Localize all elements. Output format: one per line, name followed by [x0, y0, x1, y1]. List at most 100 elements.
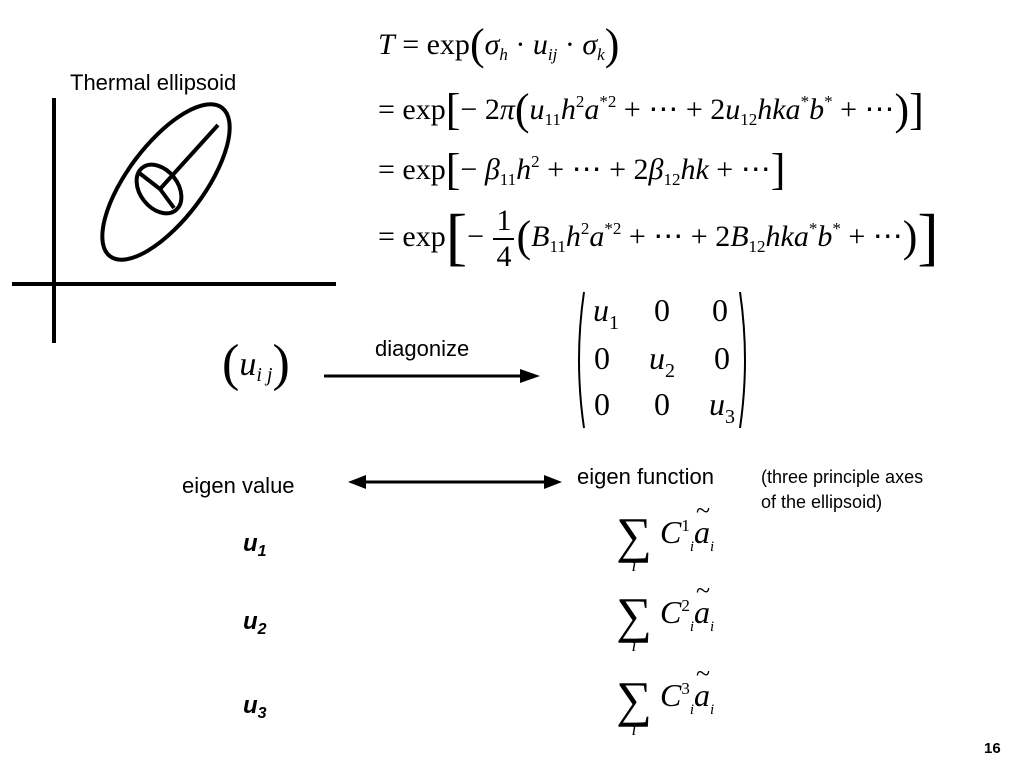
- sum-symbol-1: ∑i: [616, 507, 652, 575]
- eq3-sup-2: 2: [531, 152, 540, 171]
- eq4-exp: exp: [402, 219, 446, 253]
- matrix-cell-2-1: 0: [594, 340, 610, 376]
- eq4-sub-12: 12: [748, 236, 766, 256]
- eq2-plus: +: [623, 93, 641, 126]
- eq2-a: a: [584, 93, 600, 126]
- eq4-sup-star-b: *: [832, 218, 841, 238]
- a-tilde-2: a: [694, 576, 710, 631]
- eq-sub-h: h: [499, 45, 508, 64]
- eq-dot: ·: [515, 28, 526, 61]
- eigen-note-line1: (three principle axes: [761, 467, 924, 487]
- eq3-bracket-close: ]: [770, 145, 786, 194]
- eq3-minus: −: [460, 153, 478, 186]
- eq-u: u: [532, 28, 548, 61]
- matrix-cell-3-1: 0: [594, 386, 610, 422]
- eq3-two: 2: [633, 153, 649, 186]
- matrix-cell-2-3: 0: [714, 340, 730, 376]
- eq-equals: =: [402, 28, 420, 61]
- eq3-plus-2: +: [609, 153, 626, 186]
- eq2-exp: exp: [402, 93, 446, 126]
- matrix-cell-2-2: u2: [649, 340, 675, 382]
- eigen-value-label: eigen value: [182, 473, 295, 498]
- uij-paren-open: (: [222, 335, 240, 392]
- eq2-sup-star-b: *: [824, 92, 833, 111]
- eq4-h: h: [565, 219, 581, 253]
- eq-sigma: σ: [484, 28, 500, 61]
- eq2-h: h: [560, 93, 576, 126]
- eq3-beta-2: β: [648, 153, 664, 186]
- figure-label: Thermal ellipsoid: [70, 70, 237, 95]
- eigen-function-3: C3iai: [660, 659, 714, 719]
- eq2-b: b: [809, 93, 825, 126]
- major-axis-line: [158, 123, 220, 191]
- eq-sub-ij: ij: [547, 45, 558, 64]
- diagonize-arrow: [324, 369, 540, 383]
- eq2-dots: ⋯: [648, 93, 679, 126]
- eq-sub-k: k: [597, 45, 605, 64]
- eq4-b: b: [817, 219, 833, 253]
- eq2-sup-star2: *2: [599, 92, 617, 111]
- eq2-equals: =: [378, 93, 395, 126]
- uij-sub: i j: [256, 364, 273, 386]
- eq3-dots: ⋯: [571, 153, 602, 186]
- eq3-hk: hk: [680, 153, 709, 186]
- eq3-h: h: [516, 153, 532, 186]
- eq4-two: 2: [715, 219, 731, 253]
- eq2-two: 2: [484, 93, 500, 126]
- eq4-paren-open: (: [516, 211, 532, 261]
- eq-exp: exp: [426, 28, 470, 61]
- sum-symbol-3: ∑i: [616, 671, 652, 739]
- eq-paren-close: ): [604, 20, 620, 69]
- eq4-minus: −: [467, 219, 484, 253]
- a-tilde-1: a: [694, 496, 710, 551]
- eq3-dots-2: ⋯: [740, 153, 771, 186]
- eigen-double-arrow: [348, 475, 562, 489]
- eq4-sup-star2: *2: [604, 218, 622, 238]
- eq2-minus: −: [460, 93, 478, 126]
- eq2-bracket-close: ]: [909, 85, 924, 134]
- eq2-u11: u: [529, 93, 545, 126]
- eq2-sub-11: 11: [544, 110, 561, 129]
- eq4-frac-den: 4: [496, 240, 512, 273]
- uij-u: u: [239, 346, 257, 383]
- eq3-sub-11: 11: [499, 170, 517, 189]
- ellipsoid-cross-section: [134, 162, 184, 216]
- eq3-bracket-open: [: [445, 145, 461, 194]
- eq4-paren-close: ): [902, 211, 918, 261]
- eq2-sup-star: *: [800, 92, 810, 111]
- eq3-plus: +: [547, 153, 565, 186]
- eq4-B11: B: [531, 219, 550, 253]
- eq2-paren-close: ): [894, 85, 910, 134]
- equation-line-2: = exp[− 2π(u11h2a*2 + ⋯ + 2u12hka*b* + ⋯…: [378, 88, 924, 132]
- eq2-plus-3: +: [840, 93, 857, 126]
- eq4-sup-star: *: [808, 218, 818, 238]
- eq2-paren-open: (: [514, 85, 530, 134]
- eq2-u12: u: [725, 93, 741, 126]
- eq2-two-2: 2: [710, 93, 726, 126]
- eigen-value-u1: u1: [243, 530, 267, 560]
- eq4-dots-2: ⋯: [872, 219, 903, 253]
- ellipsoid-outline: [100, 102, 232, 262]
- eq2-plus-2: +: [685, 93, 703, 126]
- eq-sigma-2: σ: [582, 28, 598, 61]
- matrix-cell-1-2: 0: [654, 292, 670, 328]
- eq4-hka: hka: [765, 219, 809, 253]
- matrix-cell-3-2: 0: [654, 386, 670, 422]
- eq2-hka: hka: [757, 93, 801, 126]
- eq3-exp: exp: [402, 153, 446, 186]
- eq4-sup-2: 2: [580, 218, 590, 238]
- eq4-frac-num: 1: [493, 206, 515, 240]
- eq-T: T: [378, 28, 395, 61]
- minor-axis-line-1: [136, 170, 162, 191]
- matrix-cell-3-3: u3: [709, 386, 735, 428]
- eq2-sub-12: 12: [740, 110, 758, 129]
- eq2-bracket-open: [: [445, 85, 461, 134]
- eq3-sub-12: 12: [663, 170, 681, 189]
- eq4-dots: ⋯: [653, 219, 684, 253]
- eq4-sub-11: 11: [549, 236, 566, 256]
- eq2-pi: π: [499, 93, 515, 126]
- eq4-bracket-open: [: [445, 200, 468, 272]
- eigen-function-2: C2iai: [660, 576, 714, 636]
- eq4-plus-3: +: [848, 219, 866, 253]
